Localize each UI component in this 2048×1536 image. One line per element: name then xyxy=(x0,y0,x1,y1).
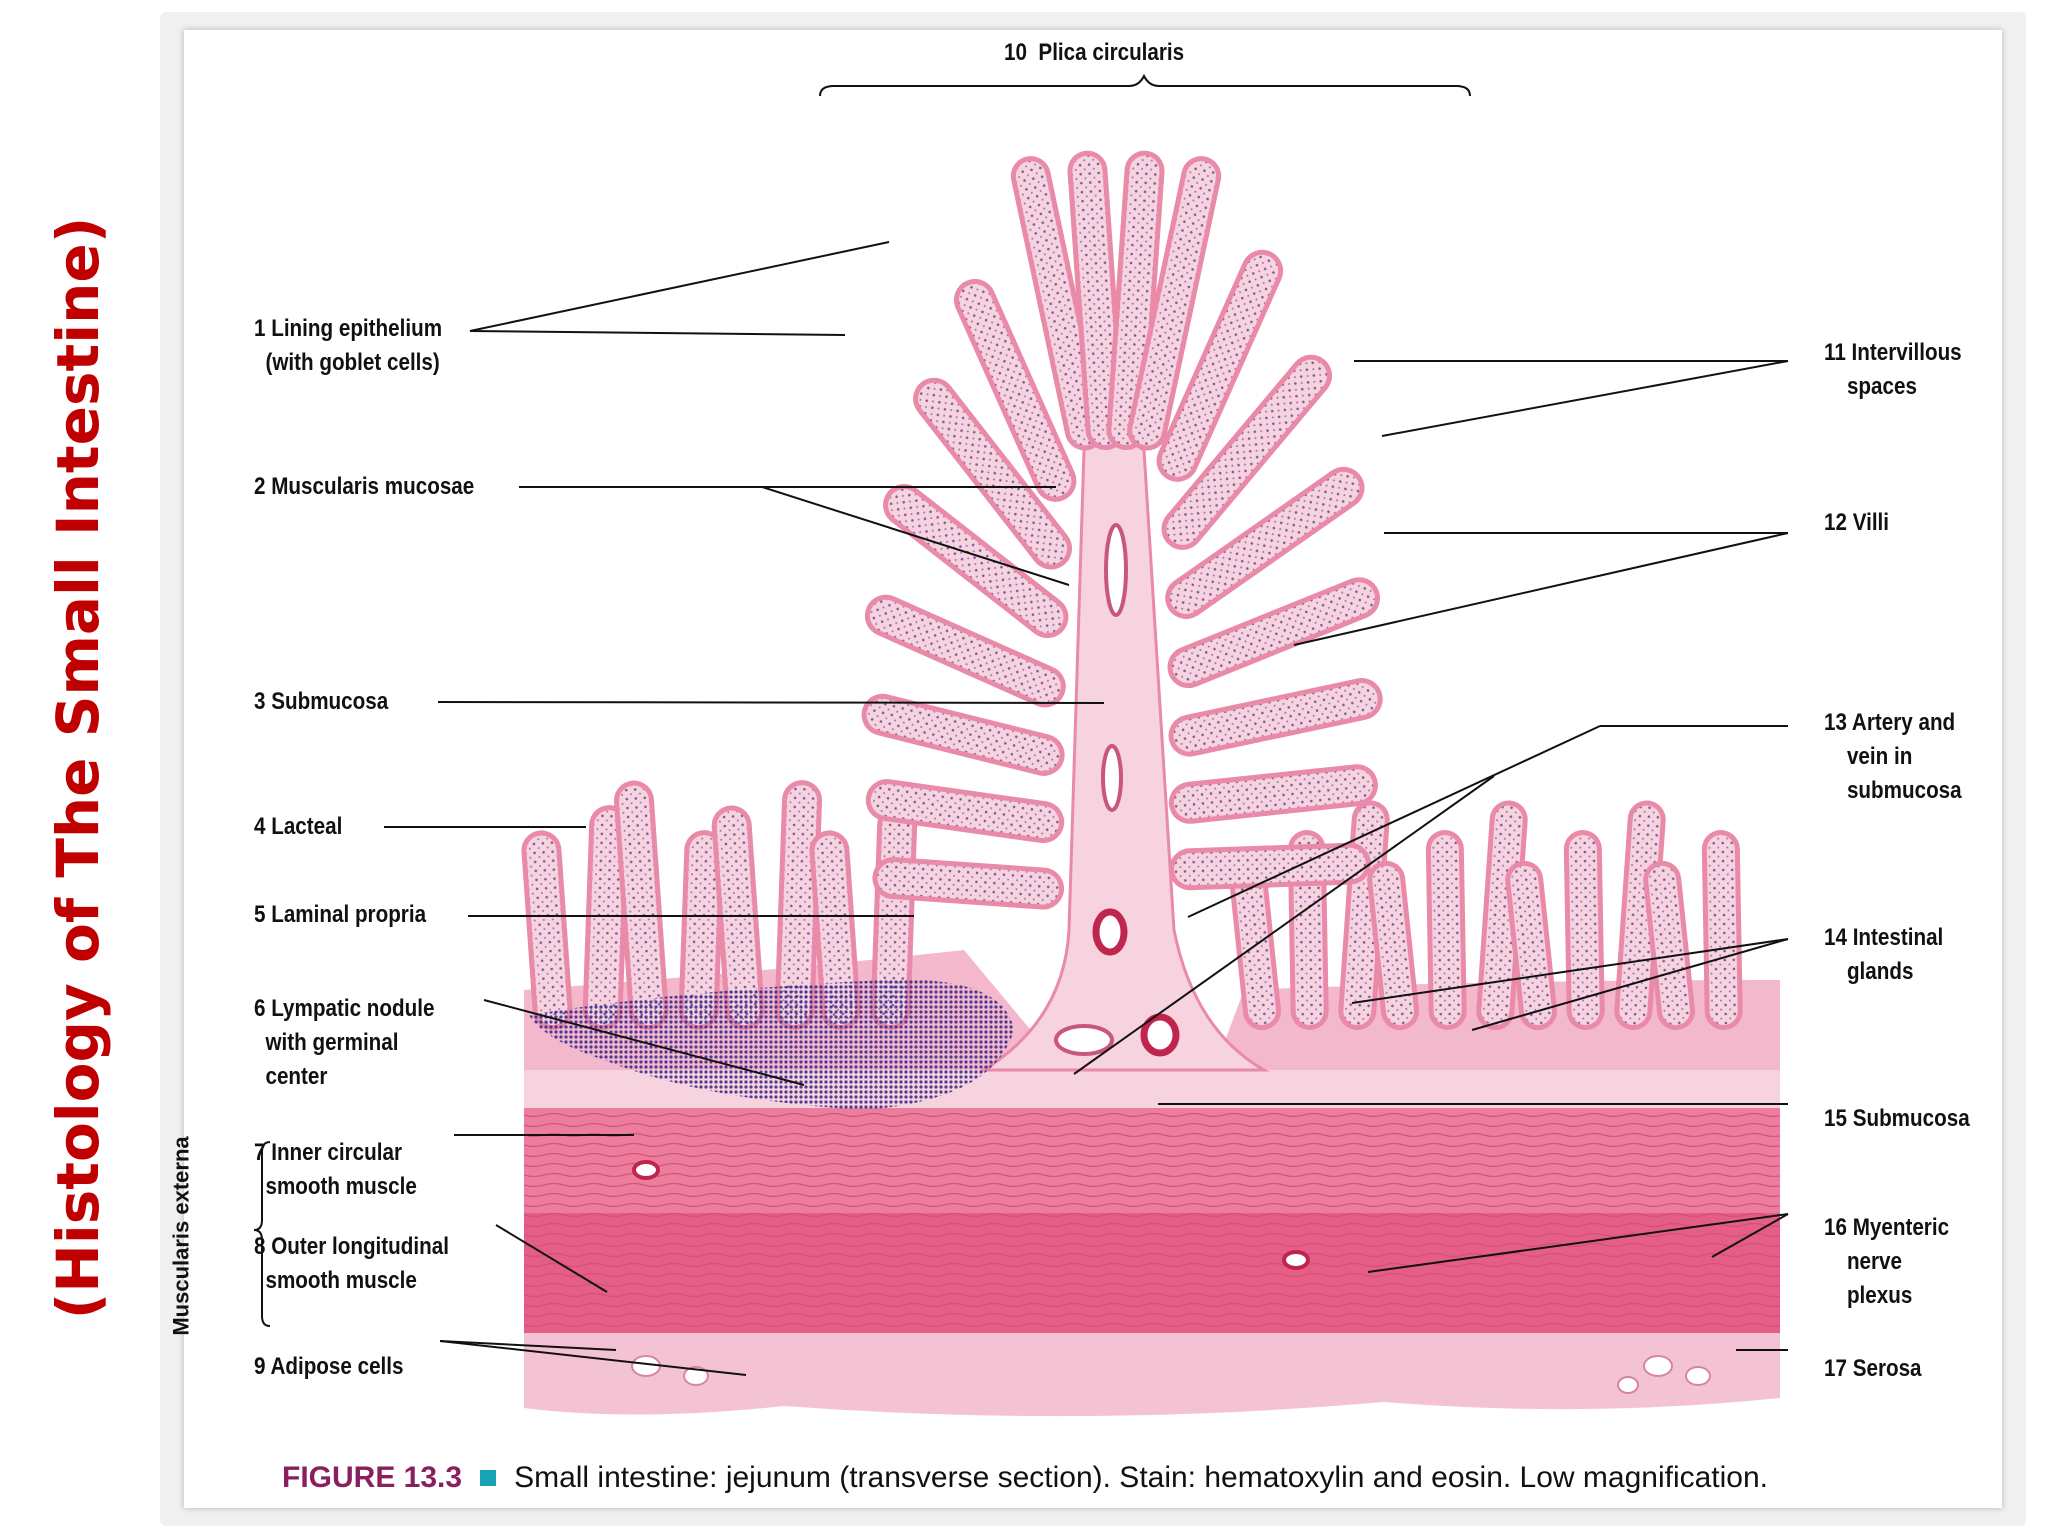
label-8-outer-longitudinal: 8 Outer longitudinal smooth muscle xyxy=(254,1233,449,1294)
villus xyxy=(1505,860,1558,1031)
villus xyxy=(1425,830,1467,1031)
villus xyxy=(1701,830,1743,1031)
caption-square-icon xyxy=(480,1470,497,1486)
villus xyxy=(883,484,1069,639)
outer-longitudinal-muscle-texture xyxy=(524,1213,1780,1333)
plica-villi-group xyxy=(861,150,1383,910)
villus xyxy=(953,278,1077,502)
villus xyxy=(1167,577,1381,689)
villus xyxy=(1168,678,1383,757)
villus xyxy=(861,693,1065,776)
villus xyxy=(1067,150,1126,451)
villus xyxy=(521,830,573,1031)
villus xyxy=(1127,156,1222,451)
villus xyxy=(582,805,630,1031)
label-2-muscularis-mucosae: 2 Muscularis mucosae xyxy=(254,473,475,500)
label-13-artery-vein: 13 Artery and vein in submucosa xyxy=(1824,709,1962,804)
caption-text: Small intestine: jejunum (transverse sec… xyxy=(514,1461,1769,1494)
label-1-lining-epithelium: 1 Lining epithelium (with goblet cells) xyxy=(254,315,443,376)
vein xyxy=(1054,1024,1114,1056)
villus xyxy=(613,780,669,1031)
right-villi-group xyxy=(1229,800,1743,1031)
vessel-core-1 xyxy=(1104,523,1128,617)
label-16-myenteric-plexus: 16 Myenteric nerve plexus xyxy=(1824,1214,1950,1309)
inner-circular-muscle-texture xyxy=(524,1108,1780,1213)
artery xyxy=(1092,908,1128,956)
lymphatic-nodule xyxy=(529,979,1014,1110)
vessel-muscle-1 xyxy=(632,1160,660,1180)
villus xyxy=(1165,466,1365,619)
label-15-submucosa: 15 Submucosa xyxy=(1824,1105,1970,1132)
label-10-plica-circularis: 10 Plica circularis xyxy=(1004,39,1185,66)
serosa-layer xyxy=(524,1333,1780,1417)
villus xyxy=(865,779,1065,844)
adipose-cells xyxy=(631,1355,1711,1394)
label-9-adipose-cells: 9 Adipose cells xyxy=(254,1353,404,1380)
label-5-laminal-propria: 5 Laminal propria xyxy=(254,901,427,928)
villus xyxy=(872,857,1065,910)
label-7-inner-circular: 7 Inner circular smooth muscle xyxy=(254,1139,417,1200)
label-4-lacteal: 4 Lacteal xyxy=(254,813,343,840)
label-17-serosa: 17 Serosa xyxy=(1824,1355,1922,1382)
villus xyxy=(774,780,823,1031)
villus xyxy=(1161,354,1333,550)
villus xyxy=(678,830,725,1031)
muscularis-brace xyxy=(253,1141,271,1327)
leader-lines xyxy=(384,241,1789,1376)
vessel-core-2 xyxy=(1101,744,1123,812)
label-11-intervillous-spaces: 11 Intervillous spaces xyxy=(1824,339,1962,400)
villus xyxy=(1367,860,1420,1031)
plica-brace xyxy=(819,73,1471,97)
artery-2 xyxy=(1140,1013,1180,1057)
muscularis-externa-text: Muscularis externa xyxy=(169,1136,194,1336)
label-12-villi: 12 Villi xyxy=(1824,509,1890,536)
villus xyxy=(913,377,1073,570)
label-6-lympatic-nodule: 6 Lympatic nodule with germinal center xyxy=(254,995,435,1090)
figure-panel: Muscularis externa 10 Plica circularis 1… xyxy=(169,30,2002,1508)
label-3-submucosa: 3 Submucosa xyxy=(254,688,389,715)
label-14-intestinal-glands: 14 Intestinal glands xyxy=(1824,924,1944,985)
side-title-text: (Histology of The Small Intestine) xyxy=(44,216,112,1320)
vessel-muscle-2 xyxy=(1282,1250,1310,1270)
villus xyxy=(864,594,1066,708)
caption-figure-label: FIGURE 13.3 xyxy=(282,1461,463,1494)
villus xyxy=(1643,860,1696,1031)
villus xyxy=(1010,156,1105,451)
side-title: (Histology of The Small Intestine) xyxy=(18,0,138,1536)
histology-diagram xyxy=(253,73,1789,1417)
figure-caption: FIGURE 13.3 Small intestine: jejunum (tr… xyxy=(282,1458,1768,1498)
villus xyxy=(1156,249,1284,482)
villus xyxy=(1563,830,1605,1031)
muscularis-externa-label: Muscularis externa xyxy=(162,1126,202,1346)
villus xyxy=(809,830,861,1031)
villus xyxy=(711,805,765,1031)
villus xyxy=(1168,764,1378,824)
